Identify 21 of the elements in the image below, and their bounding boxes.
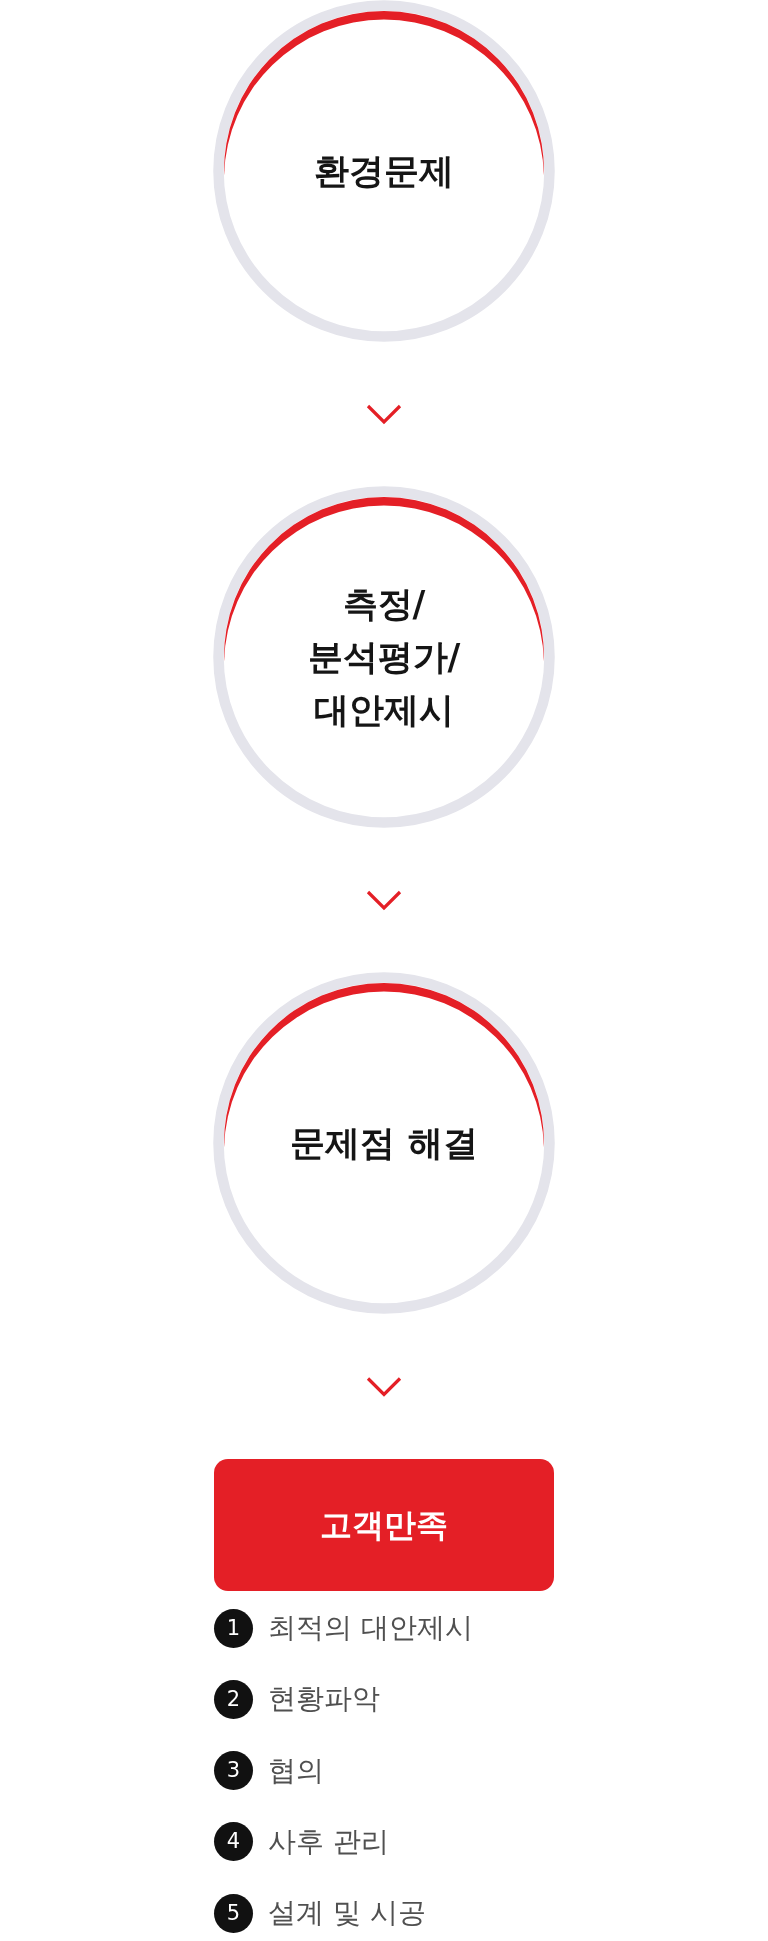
result-box xyxy=(214,1459,554,1591)
list-item-text: 최적의 대안제시 xyxy=(268,1610,473,1646)
list-item-text: 현황파악 xyxy=(268,1681,380,1718)
result-label: 고객만족 xyxy=(320,1505,448,1545)
step-circle xyxy=(213,486,555,828)
step-circle xyxy=(213,972,555,1314)
number-bullet: 3 xyxy=(214,1751,253,1791)
chevron-arrow xyxy=(366,890,402,911)
step-label: 문제점 해결 xyxy=(289,1121,479,1165)
number-bullet: 2 xyxy=(214,1679,253,1719)
step-label: 측정/ 분석평가/ 대안제시 xyxy=(306,582,462,732)
list-item-text: 협의 xyxy=(268,1752,324,1789)
step-label: 환경문제 xyxy=(313,149,455,193)
step-circle xyxy=(213,0,555,342)
number-bullet: 5 xyxy=(214,1893,253,1933)
chevron-arrow xyxy=(366,1377,402,1397)
list-item-text: 설계 및 시공 xyxy=(268,1895,426,1932)
chevron-arrow xyxy=(366,404,402,425)
number-bullet: 1 xyxy=(214,1608,253,1648)
number-bullet: 4 xyxy=(214,1822,253,1862)
list-item-text: 사후 관리 xyxy=(268,1823,389,1860)
